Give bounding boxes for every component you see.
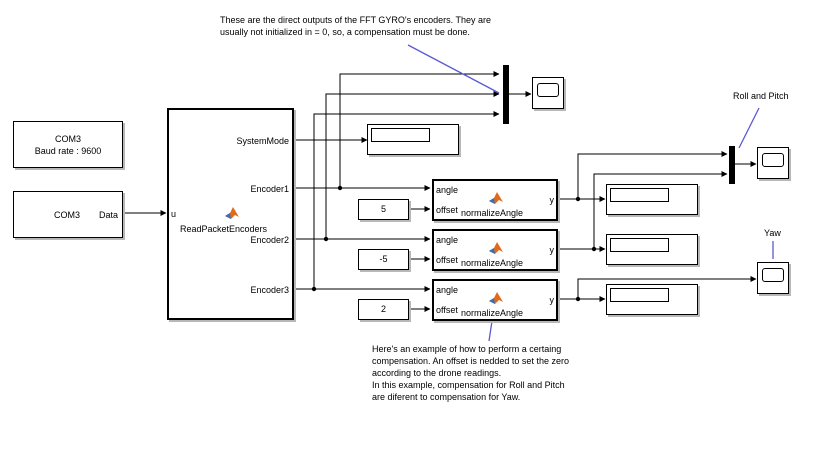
scope-icon (762, 153, 784, 167)
offset-constant-3[interactable]: 2 (358, 299, 409, 320)
roll-display-block[interactable] (606, 184, 698, 215)
read-block-title: ReadPacketEncoders (180, 224, 268, 234)
display-icon (610, 238, 669, 252)
normalize-3-title: normalizeAngle (461, 308, 524, 318)
normalize-2-title: normalizeAngle (461, 258, 524, 268)
normalize-3-port-angle: angle (436, 285, 459, 295)
display-icon (610, 188, 669, 202)
read-block-port-encoder3: Encoder3 (250, 285, 289, 295)
read-block-port-encoder1: Encoder1 (250, 184, 289, 194)
display-icon (610, 288, 669, 302)
scope-icon (762, 268, 784, 282)
serial-config-block[interactable]: COM3 Baud rate : 9600 (13, 121, 123, 168)
read-block-input-u: u (171, 209, 177, 219)
roll-pitch-mux-block[interactable] (729, 146, 735, 184)
matlab-function-icon (225, 207, 239, 219)
read-block-port-encoder2: Encoder2 (250, 235, 289, 245)
serial-receive-block[interactable]: COM3 Data (13, 191, 123, 238)
yaw-display-block[interactable] (606, 284, 698, 315)
offset-constant-2[interactable]: -5 (358, 249, 409, 270)
encoders-scope-block[interactable] (532, 77, 564, 109)
serial-receive-port: COM3 (54, 210, 81, 220)
normalize-2-port-y: y (549, 245, 555, 255)
scope-icon (537, 83, 559, 97)
serial-receive-data-port: Data (99, 210, 119, 220)
normalize-1-port-offset: offset (436, 205, 458, 215)
compensation-note: Here's an example of how to perform a ce… (372, 344, 569, 402)
normalize-angle-block-3[interactable]: angle offset y normalizeAngle (432, 279, 558, 321)
roll-pitch-label: Roll and Pitch (733, 91, 789, 101)
normalize-1-port-angle: angle (436, 185, 459, 195)
encoder-outputs-note: These are the direct outputs of the FFT … (220, 15, 492, 37)
normalize-2-port-angle: angle (436, 235, 459, 245)
matlab-function-icon (489, 292, 503, 304)
offset-constant-3-value: 2 (380, 304, 386, 314)
pitch-display-block[interactable] (606, 234, 698, 265)
offset-constant-1[interactable]: 5 (358, 199, 409, 220)
offset-constant-1-value: 5 (380, 204, 386, 214)
systemmode-display-block[interactable] (367, 124, 459, 155)
matlab-function-icon (489, 192, 503, 204)
normalize-1-port-y: y (549, 195, 555, 205)
display-icon (371, 128, 430, 142)
read-packet-encoders-block[interactable]: u ReadPacketEncoders SystemMode Encoder1… (167, 108, 294, 320)
normalize-2-port-offset: offset (436, 255, 458, 265)
normalize-3-port-offset: offset (436, 305, 458, 315)
normalize-angle-block-1[interactable]: angle offset y normalizeAngle (432, 179, 558, 221)
normalize-1-title: normalizeAngle (461, 208, 524, 218)
yaw-scope-block[interactable] (757, 262, 789, 294)
serial-config-baud: Baud rate : 9600 (34, 146, 102, 156)
roll-pitch-scope-block[interactable] (757, 147, 789, 179)
serial-config-port: COM3 (54, 134, 81, 144)
yaw-label: Yaw (764, 228, 781, 238)
matlab-function-icon (489, 242, 503, 254)
offset-constant-2-value: -5 (379, 254, 388, 264)
normalize-3-port-y: y (549, 295, 555, 305)
read-block-port-systemmode: SystemMode (236, 136, 289, 146)
normalize-angle-block-2[interactable]: angle offset y normalizeAngle (432, 229, 558, 271)
encoders-mux-block[interactable] (503, 65, 509, 124)
